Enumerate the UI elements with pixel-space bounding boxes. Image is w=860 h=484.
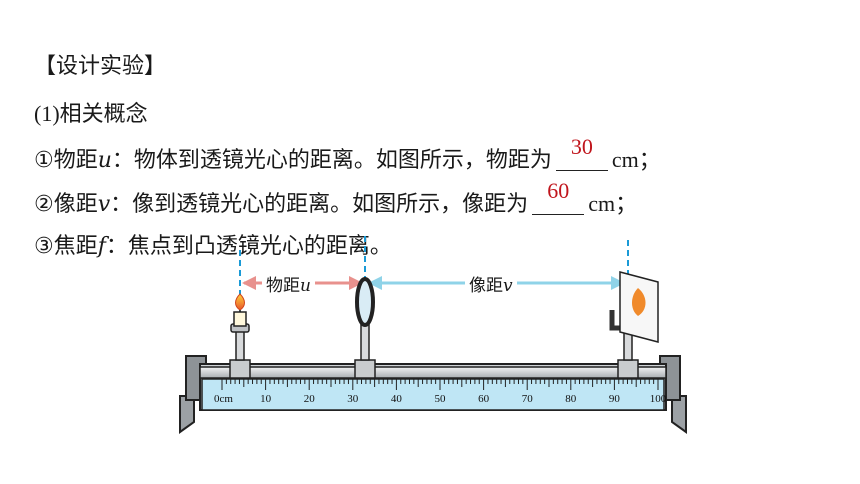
ruler-label: 40 <box>391 393 403 405</box>
optical-bench-illustration: 0cm 10 20 30 40 50 60 70 80 90 100 <box>179 236 687 434</box>
image-distance-label-text: 像距 <box>469 276 503 296</box>
bench-rail <box>199 366 667 379</box>
object-distance-symbol: u <box>97 148 112 173</box>
object-distance-prefix: ①物距 <box>34 148 98 173</box>
image-distance-blank: 60 <box>532 178 585 215</box>
ruler-label: 30 <box>347 393 359 405</box>
object-distance-label-text: 物距 <box>266 276 300 296</box>
concepts-title-text: (1)相关概念 <box>34 101 148 126</box>
ruler-label: 100 <box>650 393 667 405</box>
concepts-title: (1)相关概念 <box>34 99 148 130</box>
image-distance-label-symbol: v <box>503 276 513 296</box>
object-distance-text: ：物体到透镜光心的距离。如图所示，物距为 <box>111 148 552 173</box>
ruler-label: 90 <box>609 393 621 405</box>
focal-length-prefix: ③焦距 <box>34 234 98 259</box>
ruler-label: 50 <box>435 393 447 405</box>
ruler-label: 20 <box>304 393 316 405</box>
object-distance-label-symbol: u <box>300 276 311 296</box>
ruler-label: 60 <box>478 393 490 405</box>
object-distance-answer: 30 <box>570 134 593 159</box>
object-distance-line: ①物距u：物体到透镜光心的距离。如图所示，物距为 30 cm； <box>34 134 661 176</box>
light-screen <box>609 271 659 379</box>
image-distance-prefix: ②像距 <box>34 192 98 217</box>
image-distance-text: ：像到透镜光心的距离。如图所示，像距为 <box>110 192 529 217</box>
optical-bench-diagram: 0cm 10 20 30 40 50 60 70 80 90 100 物距u 像距v <box>170 236 700 436</box>
image-distance-symbol: v <box>97 192 111 217</box>
image-distance-label: 像距v <box>465 271 517 296</box>
section-heading: 【设计实验】 <box>34 54 167 79</box>
ruler-label: 70 <box>522 393 534 405</box>
focal-length-symbol: f <box>97 234 106 259</box>
candle <box>229 293 251 379</box>
object-distance-label: 物距u <box>262 271 315 296</box>
image-distance-answer: 60 <box>547 178 570 203</box>
ruler-ticks <box>221 379 659 390</box>
image-distance-unit: cm； <box>588 191 638 216</box>
focal-length-text: ：焦点到凸透镜光心的距离。 <box>105 234 392 259</box>
ruler-labels: 0cm 10 20 30 40 50 60 70 80 90 100 <box>214 393 667 405</box>
ruler-label: 10 <box>260 393 272 405</box>
object-distance-unit: cm； <box>611 147 661 172</box>
focal-length-line: ③焦距f：焦点到凸透镜光心的距离。 <box>34 232 392 262</box>
ruler-label: 0cm <box>214 393 233 405</box>
ruler <box>201 378 665 411</box>
ruler-label: 80 <box>565 393 577 405</box>
convex-lens <box>354 277 376 379</box>
image-distance-line: ②像距v：像到透镜光心的距离。如图所示，像距为 60 cm； <box>34 178 638 220</box>
object-distance-blank: 30 <box>555 134 608 171</box>
